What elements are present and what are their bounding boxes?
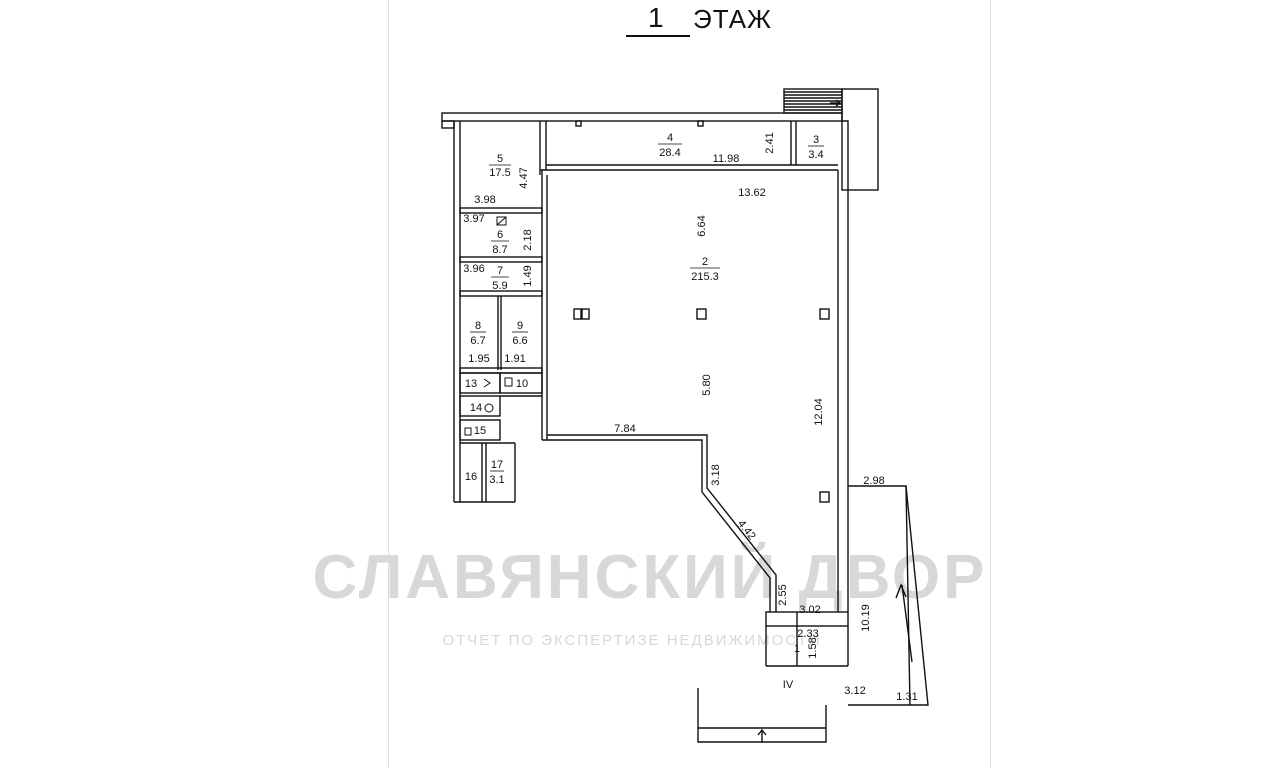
entrance-marker: IV <box>783 679 794 691</box>
room-6-area: 8.7 <box>492 244 507 256</box>
sheet-edge-right <box>990 0 991 768</box>
ramp-arrow-icon <box>901 584 913 663</box>
hall-lower-wall <box>542 439 771 612</box>
dim-room8-width: 1.95 <box>468 353 489 365</box>
dim-room6-height: 2.18 <box>522 229 534 250</box>
room-16-number: 16 <box>465 471 477 483</box>
floor-title: ЭТАЖ <box>693 4 773 34</box>
room-2-area: 215.3 <box>691 271 719 283</box>
room-6-number: 6 <box>497 229 503 241</box>
room-14-number: 14 <box>470 402 482 414</box>
dim-vestibule-inner: 2.33 <box>797 628 818 640</box>
room-7-area: 5.9 <box>492 280 507 292</box>
dim-vestibule-depth: 1.58 <box>807 637 819 658</box>
sheet-edge-left <box>388 0 389 768</box>
fixtures <box>464 216 513 436</box>
dim-ramp-length: 10.19 <box>860 604 872 632</box>
dim-room5-width: 3.98 <box>474 194 495 206</box>
dim-vestibule-width: 3.02 <box>799 604 820 616</box>
dim-ramp-top: 2.98 <box>863 475 884 487</box>
dim-hall-upper-depth: 6.64 <box>696 215 708 236</box>
dim-room5-height: 4.47 <box>518 167 530 188</box>
room-8-number: 8 <box>475 320 481 332</box>
dim-hall-right-depth: 12.04 <box>813 398 825 426</box>
dim-ramp-width: 1.31 <box>896 691 917 703</box>
top-wall <box>441 112 843 122</box>
dim-room4-length: 11.98 <box>713 153 740 165</box>
room-9-area: 6.6 <box>512 335 527 347</box>
room-17-number: 17 <box>491 459 503 471</box>
room-3-area: 3.4 <box>808 149 823 161</box>
room-10-number: 10 <box>516 378 528 390</box>
vestibule-wall <box>765 611 849 627</box>
watermark-subtitle: ОТЧЕТ ПО ЭКСПЕРТИЗЕ НЕДВИЖИМОСТИ <box>442 632 821 649</box>
room-3-number: 3 <box>813 134 819 146</box>
room-5-number: 5 <box>497 153 503 165</box>
room-5-area: 17.5 <box>489 167 510 179</box>
watermark-title: СЛАВЯНСКИЙ ДВОР <box>312 542 987 612</box>
dim-hall-bottom: 2.55 <box>777 584 789 605</box>
floor-number-underline <box>626 35 690 37</box>
room-17-area: 3.1 <box>489 474 504 486</box>
dim-hall-step: 3.18 <box>710 464 722 485</box>
room-4-area: 28.4 <box>659 147 680 159</box>
dim-room9-width: 1.91 <box>504 353 525 365</box>
room-13-number: 13 <box>465 378 477 390</box>
arrows <box>757 99 913 742</box>
dim-hall-lower-width: 7.84 <box>614 423 635 435</box>
room-9-number: 9 <box>517 320 523 332</box>
dim-ramp-bottom: 3.12 <box>844 685 865 697</box>
room-7-number: 7 <box>497 265 503 277</box>
dim-hall-middle-depth: 5.80 <box>701 374 713 395</box>
dimension-labels: 4.47 3.98 3.97 2.18 3.96 1.49 1.95 1.91 … <box>463 132 917 703</box>
porch-top-right <box>841 88 879 191</box>
stair-treads <box>784 91 842 111</box>
room-8-area: 6.7 <box>470 335 485 347</box>
walls <box>441 88 929 743</box>
right-outer-wall <box>842 120 849 612</box>
dim-room7-width: 3.96 <box>463 263 484 275</box>
room-labels: 2 215.3 3 3.4 4 28.4 5 17.5 6 8.7 7 5.9 … <box>465 132 824 691</box>
ramp-outline <box>848 485 929 706</box>
room-15-number: 15 <box>474 425 486 437</box>
dim-room7-height: 1.49 <box>522 265 534 286</box>
room-2-number: 2 <box>702 256 708 268</box>
dim-room6-width: 3.97 <box>463 213 484 225</box>
room-4-number: 4 <box>667 132 673 144</box>
top-wall-stub <box>441 120 455 129</box>
dim-hall-width: 13.62 <box>738 187 766 199</box>
dim-room4-depth: 2.41 <box>764 132 776 153</box>
floor-number: 1 <box>648 2 664 33</box>
room-1-number: 1 <box>794 643 800 655</box>
